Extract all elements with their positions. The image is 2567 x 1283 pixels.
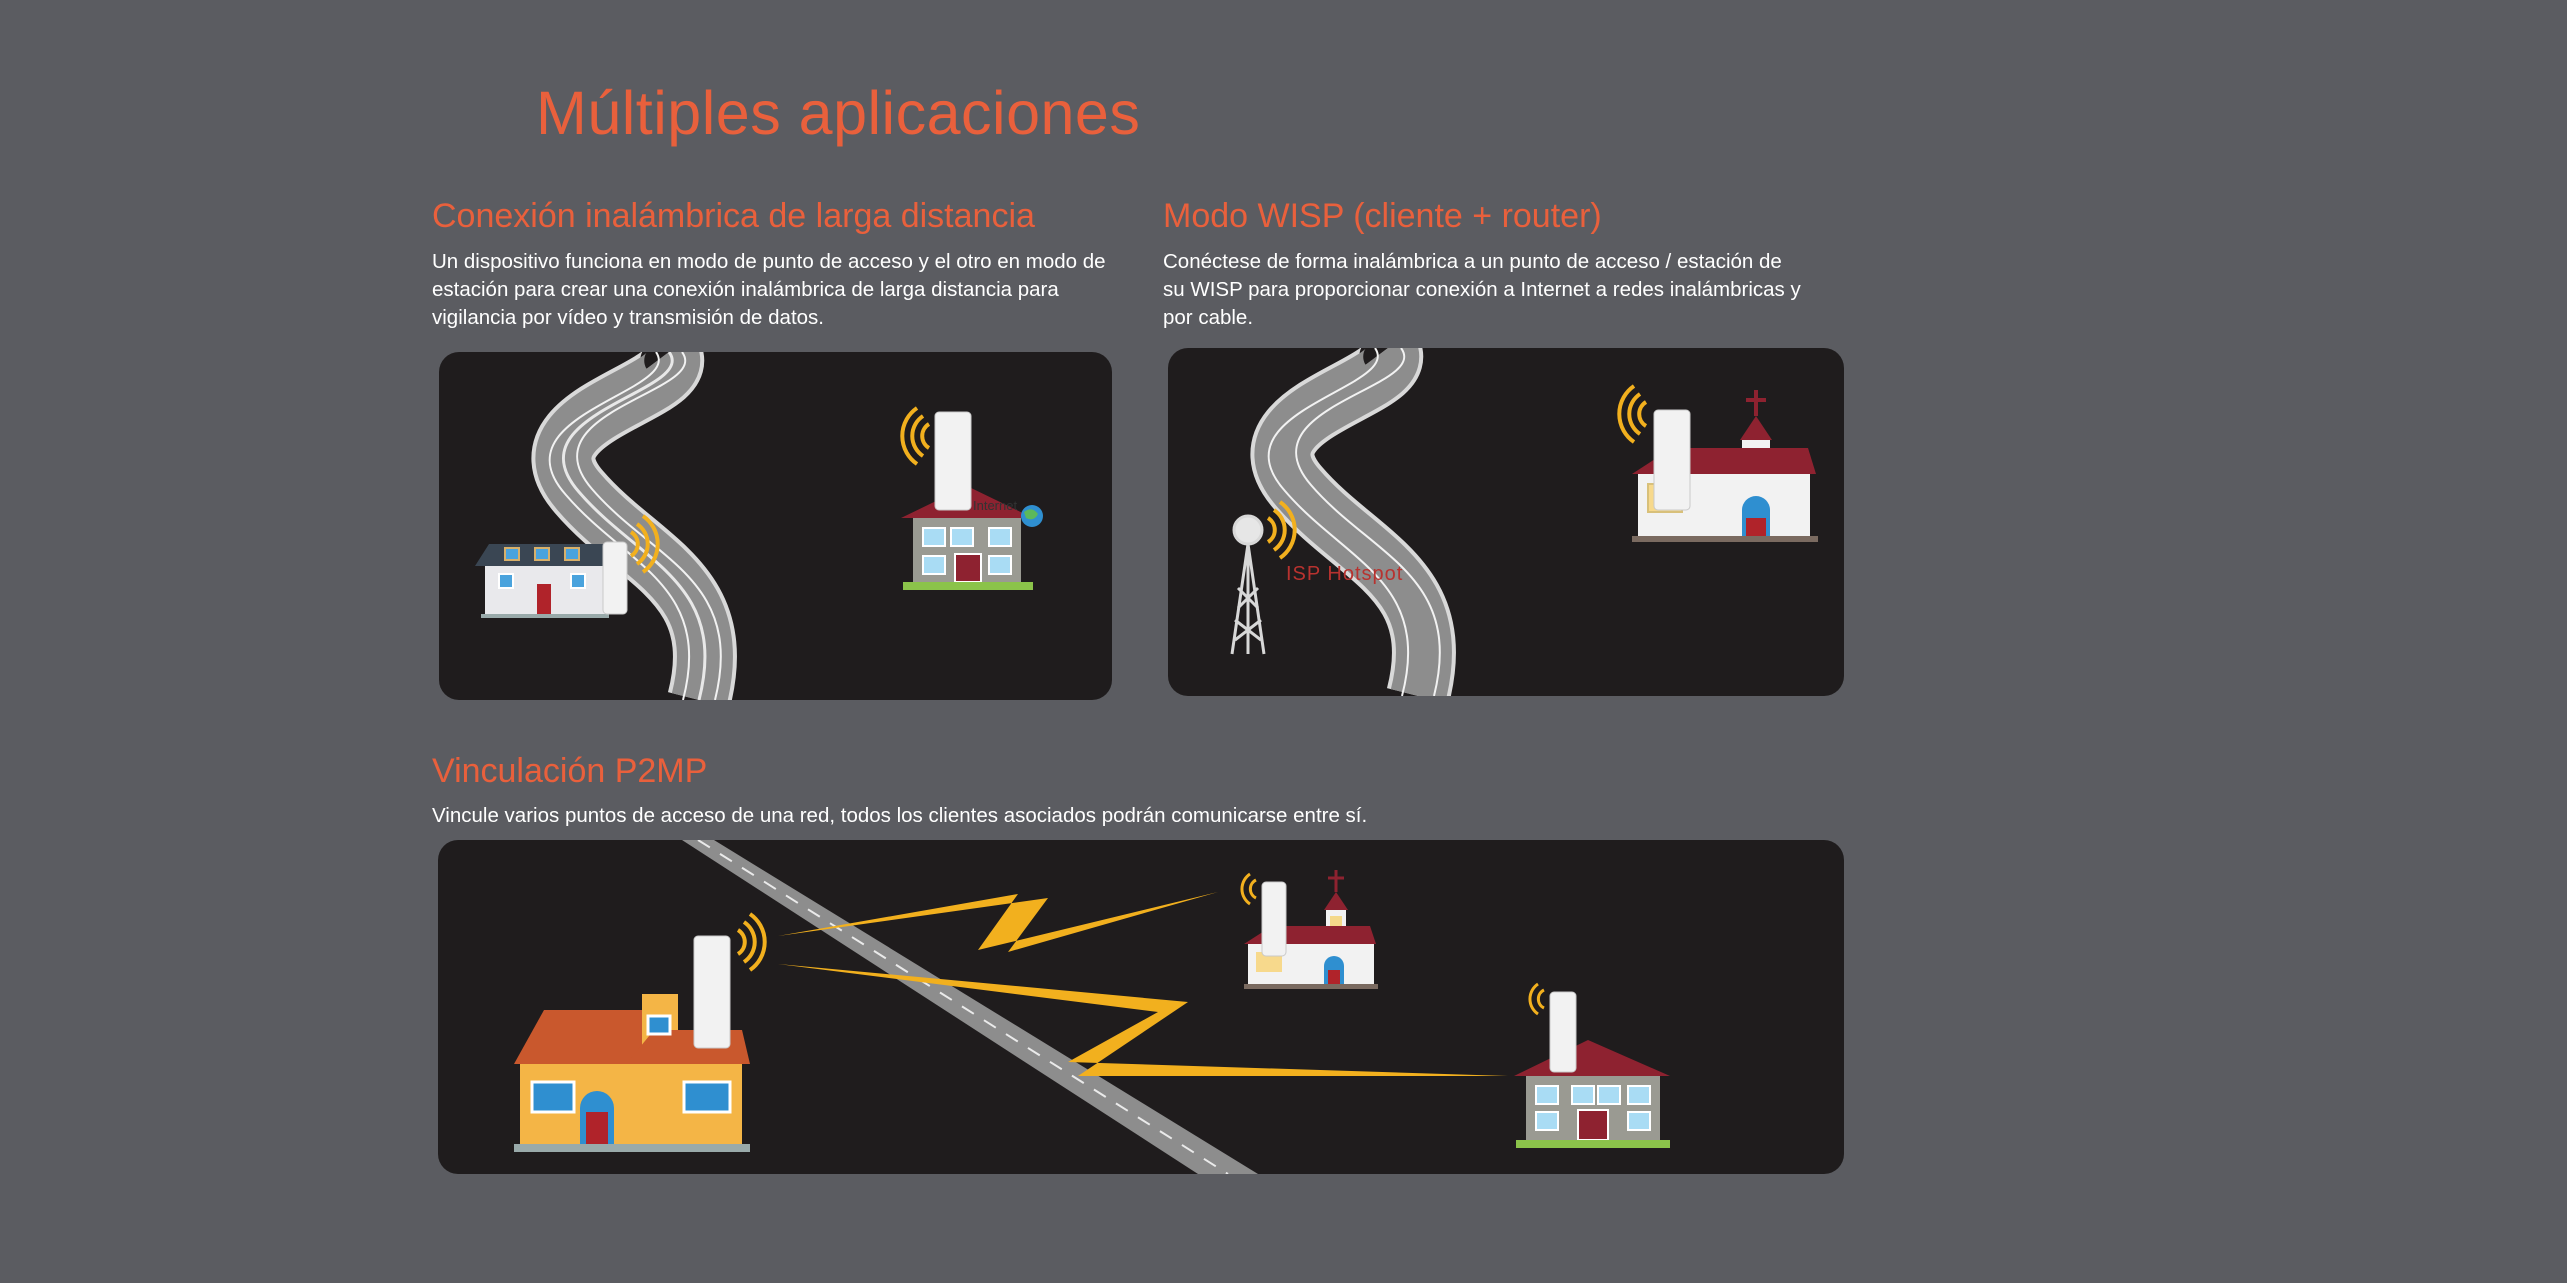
isp-hotspot-label: ISP Hotspot xyxy=(1286,563,1403,585)
signal-waves-icon xyxy=(736,912,767,972)
illustration-long-distance: Internet xyxy=(439,352,1112,700)
access-point-icon xyxy=(934,411,972,511)
signal-waves-icon xyxy=(1266,500,1297,560)
illustration-p2mp xyxy=(438,840,1844,1174)
illustration-wisp: ISP Hotspot xyxy=(1168,348,1844,696)
section-title-wisp: Modo WISP (cliente + router) xyxy=(1163,197,1602,235)
access-point-icon xyxy=(1549,991,1577,1073)
signal-waves-icon xyxy=(1617,384,1648,444)
internet-label: Internet xyxy=(973,498,1017,513)
page-title: Múltiples aplicaciones xyxy=(536,79,1141,147)
road-icon xyxy=(1250,348,1456,696)
tower-icon xyxy=(1230,514,1266,655)
house-icon xyxy=(514,994,750,1152)
lightning-link-icon xyxy=(778,892,1508,1076)
section-title-long-distance: Conexión inalámbrica de larga distancia xyxy=(432,197,1035,235)
house-icon xyxy=(1514,1040,1670,1148)
access-point-icon xyxy=(602,541,628,615)
house-icon xyxy=(901,486,1033,590)
access-point-icon xyxy=(1653,409,1691,511)
section-title-p2mp: Vinculación P2MP xyxy=(432,752,708,790)
signal-waves-icon xyxy=(629,514,660,574)
road-icon xyxy=(682,840,1258,1174)
road-icon xyxy=(531,352,737,700)
house-icon xyxy=(475,544,615,618)
section-desc-p2mp: Vincule varios puntos de acceso de una r… xyxy=(432,804,1368,827)
signal-waves-icon xyxy=(900,406,931,466)
section-desc-long-distance: Un dispositivo funciona en modo de punto… xyxy=(432,250,1106,329)
section-desc-wisp: Conéctese de forma inalámbrica a un punt… xyxy=(1163,250,1801,329)
signal-waves-icon xyxy=(1528,982,1545,1016)
access-point-icon xyxy=(1261,881,1287,957)
signal-waves-icon xyxy=(1240,872,1257,906)
access-point-icon xyxy=(693,935,731,1049)
globe-icon xyxy=(1021,505,1043,527)
